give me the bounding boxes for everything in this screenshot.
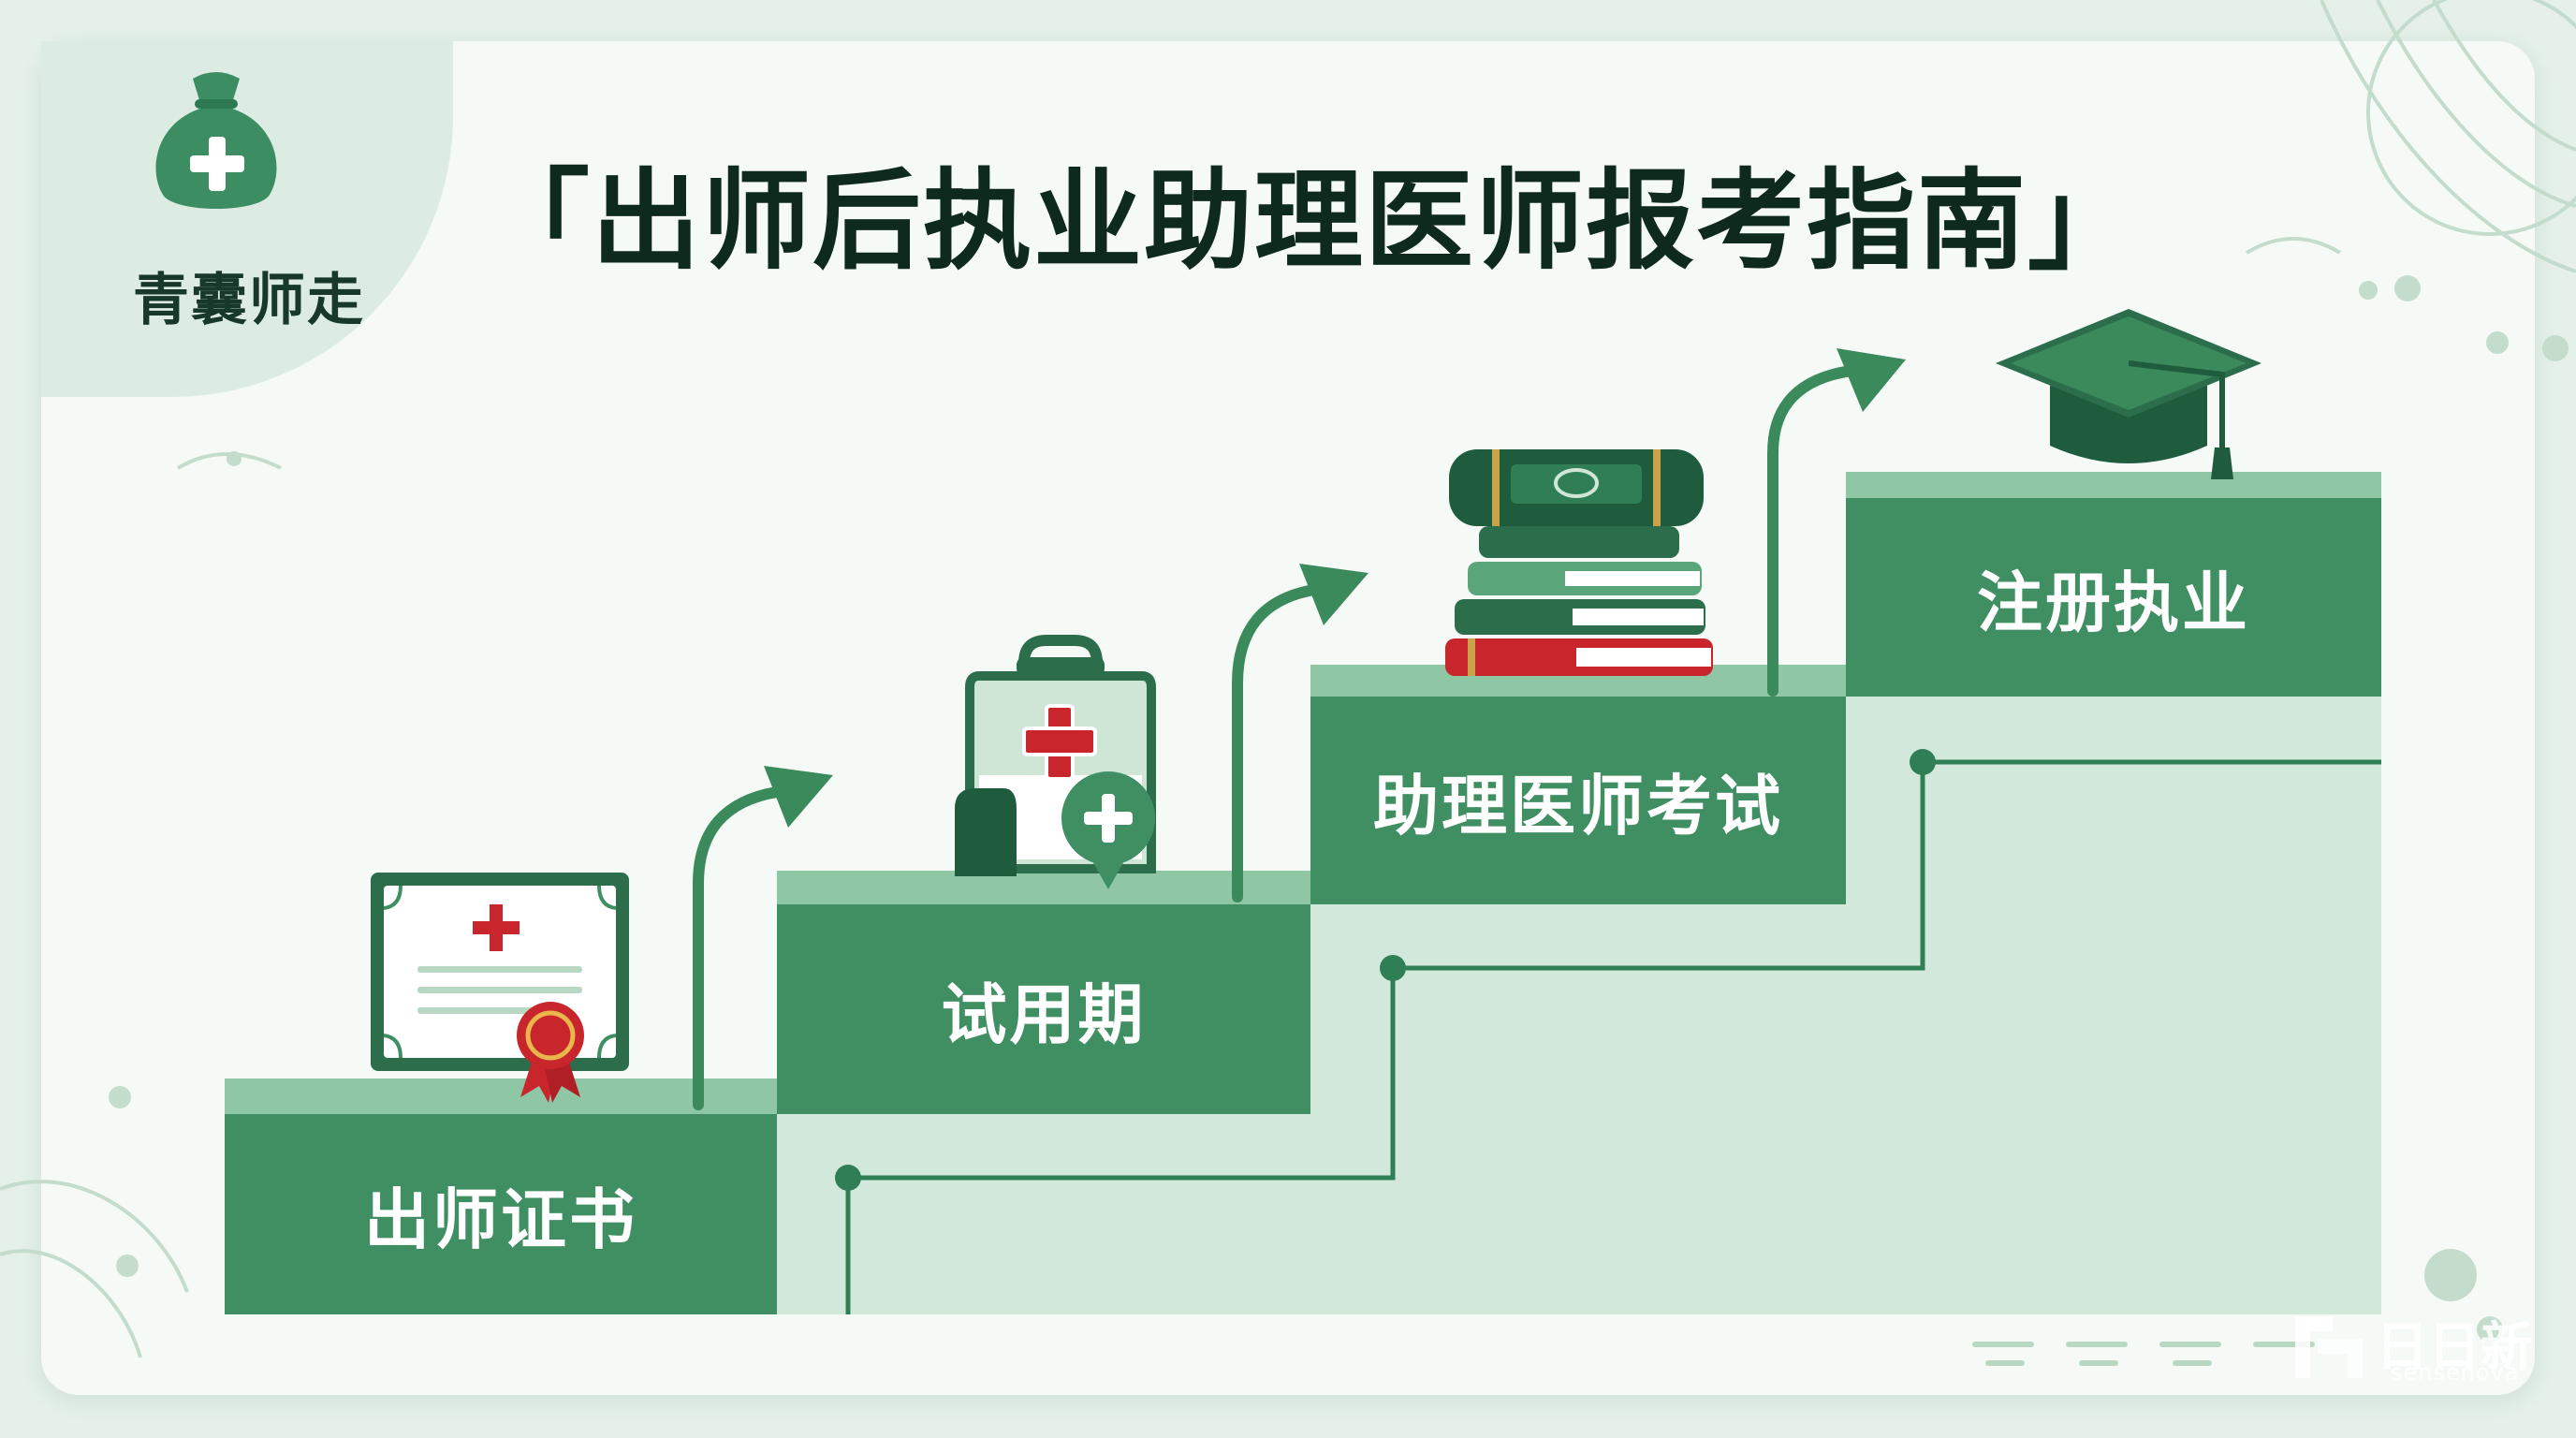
money-bag-cross-icon — [155, 72, 277, 209]
step-2-top — [777, 871, 1310, 908]
step-2-label: 试用期 — [941, 976, 1147, 1053]
arrow-2-icon — [1232, 584, 1320, 902]
watermark: 日日新 sensenova — [2290, 1305, 2533, 1389]
brand-name: 青囊师走 — [133, 268, 365, 333]
step-2-block: 试用期 — [777, 904, 1310, 1114]
step-3-label: 助理医师考试 — [1373, 767, 1783, 844]
riser-3 — [1846, 697, 2381, 1314]
step-4-label: 注册执业 — [1977, 564, 2250, 641]
step-1-block: 出师证书 — [225, 1114, 777, 1314]
page-title: 「出师后执业助理医师报考指南」 — [481, 158, 2138, 285]
step-3-block: 助理医师考试 — [1310, 697, 1846, 904]
step-4-block: 注册执业 — [1846, 498, 2381, 697]
watermark-sub: sensenova — [2391, 1359, 2520, 1386]
step-1-label: 出师证书 — [364, 1181, 637, 1258]
riser-1 — [777, 1114, 1310, 1314]
certificate-icon — [371, 873, 629, 1103]
sensenova-logo-icon — [2295, 1316, 2363, 1378]
graduation-cap-icon — [1996, 309, 2261, 479]
arrow-1-icon — [693, 786, 783, 1110]
watermark-main: 日日新 — [2376, 1317, 2533, 1378]
step-1-top — [225, 1078, 777, 1116]
medical-kit-icon — [955, 635, 1156, 889]
arrow-3-icon — [1767, 365, 1857, 697]
books-icon — [1445, 449, 1713, 676]
